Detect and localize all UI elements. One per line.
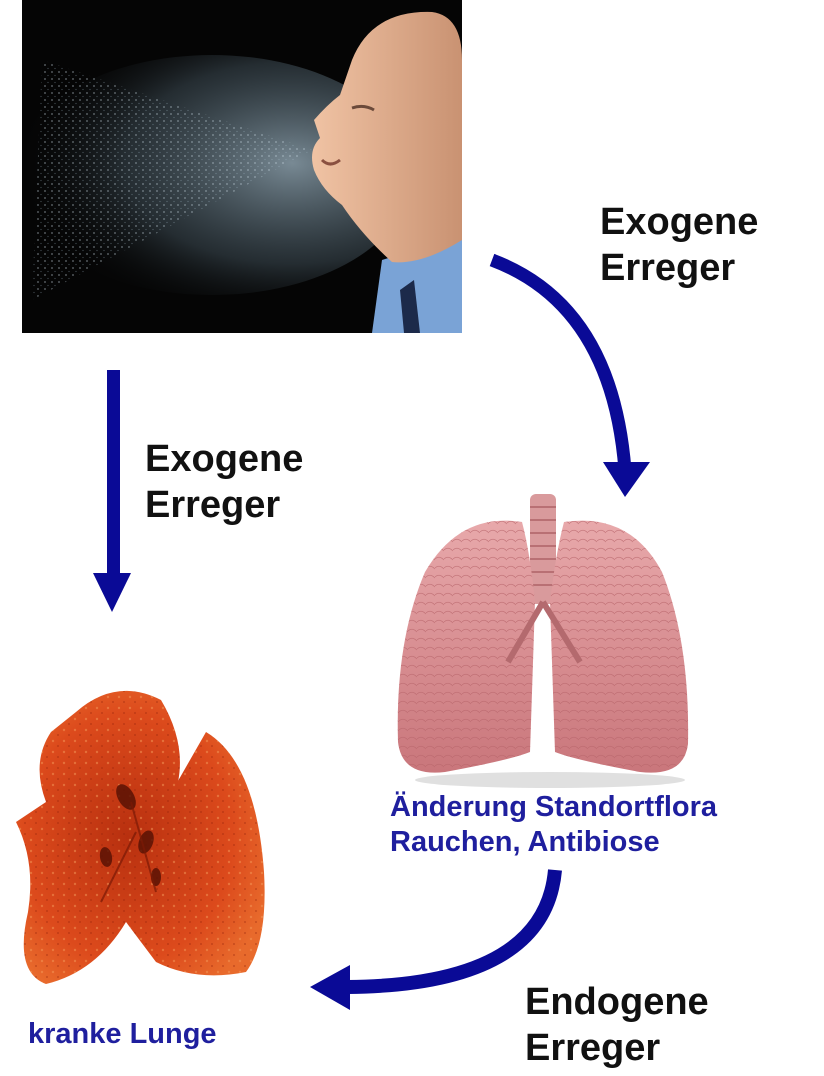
arrow-endogene [310,870,555,1010]
label-kranke-lunge: kranke Lunge [28,1017,217,1052]
diseased-lung [6,672,271,992]
label-standortflora: Änderung Standortflora Rauchen, Antibios… [390,790,717,860]
arrow-exogene-right [492,260,650,497]
label-exogene-right: Exogene Erreger [600,200,758,291]
label-endogene: Endogene Erreger [525,980,709,1071]
arrow-exogene-down [93,370,131,612]
person-sneezing-icon [22,0,462,333]
diseased-lung-icon [6,672,271,992]
healthy-lungs-icon [390,492,708,792]
label-exogene-left: Exogene Erreger [145,437,303,528]
healthy-lungs [390,492,708,792]
sneeze-photo [22,0,462,333]
